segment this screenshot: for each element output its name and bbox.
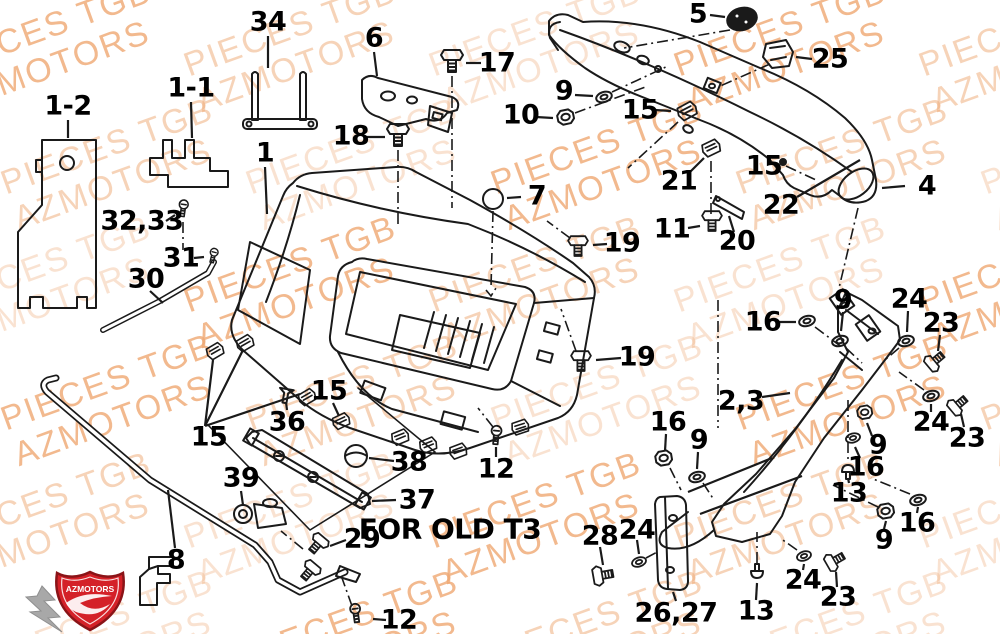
logo-lightning-icon <box>24 585 63 633</box>
part-label-38: 38 <box>390 446 428 478</box>
part-label-26-27: 26,27 <box>634 597 718 629</box>
part-label-36: 36 <box>268 406 306 438</box>
part-30-rod <box>100 259 217 333</box>
part-label-20: 20 <box>718 225 756 257</box>
part-label-9: 9 <box>689 424 709 456</box>
part-34-handle <box>242 71 318 130</box>
part-8-tube <box>40 374 361 596</box>
part-label-22: 22 <box>762 189 800 221</box>
part-label-16: 16 <box>649 406 687 438</box>
part-label-25: 25 <box>811 43 849 75</box>
part-6-bracket <box>361 74 460 133</box>
step-bracket <box>139 556 174 606</box>
part-label-34: 34 <box>249 6 287 38</box>
part-38-knob <box>344 444 368 468</box>
part-label-24: 24 <box>890 283 928 315</box>
part-4-rear-panel <box>548 13 878 204</box>
part-label-9: 9 <box>874 524 894 556</box>
part-label-16: 16 <box>847 451 885 483</box>
part-label-23: 23 <box>819 581 857 613</box>
part-label-7: 7 <box>527 180 547 212</box>
part-label-10: 10 <box>502 99 540 131</box>
part-label-11: 11 <box>653 213 691 245</box>
part-label-37: 37 <box>398 484 436 516</box>
part-label-21: 21 <box>660 165 698 197</box>
part-label-17: 17 <box>478 47 516 79</box>
part-label-5: 5 <box>688 0 708 30</box>
part-label-2-3: 2,3 <box>717 385 765 417</box>
part-label-9: 9 <box>868 429 888 461</box>
part-label-1: 1 <box>255 137 275 169</box>
part-label-24: 24 <box>618 514 656 546</box>
group-outline-old-t3 <box>207 387 436 531</box>
part-label-32-33: 32,33 <box>100 205 184 237</box>
part-label-12: 12 <box>477 453 515 485</box>
part-label-1-1: 1-1 <box>167 72 215 104</box>
part-label-19: 19 <box>603 227 641 259</box>
part-label-16: 16 <box>898 507 936 539</box>
part-label-9: 9 <box>554 75 574 107</box>
part-label-4: 4 <box>917 170 937 202</box>
part-1-1-bracket <box>149 139 229 188</box>
part-label-30: 30 <box>127 263 165 295</box>
part-1-2-plate <box>17 139 97 309</box>
construction-lines <box>182 29 925 607</box>
part-label-15: 15 <box>190 421 228 453</box>
part-20-strip <box>712 195 745 220</box>
part-label-8: 8 <box>166 544 186 576</box>
logo-swoosh <box>66 594 112 615</box>
part-label-12: 12 <box>380 604 418 634</box>
part-label-24: 24 <box>912 406 950 438</box>
part-label-28: 28 <box>581 520 619 552</box>
azmotors-logo: AZMOTORS <box>24 570 125 633</box>
part-label-23: 23 <box>922 307 960 339</box>
logo-text: AZMOTORS <box>66 584 115 594</box>
part-label-29: 29 <box>343 523 381 555</box>
part-label-19: 19 <box>618 341 656 373</box>
part-label-16: 16 <box>744 306 782 338</box>
part-label-15: 15 <box>621 94 659 126</box>
part-26-27-strip <box>654 495 689 591</box>
part-label-18: 18 <box>332 120 370 152</box>
part-label-for-old-t3: FOR OLD T3 <box>358 512 542 546</box>
part-label-13: 13 <box>830 477 868 509</box>
part-label-15: 15 <box>745 150 783 182</box>
part-label-9: 9 <box>833 284 853 316</box>
part-label-39: 39 <box>222 462 260 494</box>
part-label-24: 24 <box>784 564 822 596</box>
part-2-3-mudguard <box>658 288 901 550</box>
part-label-15: 15 <box>310 375 348 407</box>
part-25-clip <box>762 39 794 69</box>
leader-lines <box>66 13 966 622</box>
fastener-icons <box>176 49 973 624</box>
part-39-latch <box>233 498 287 529</box>
part-label-13: 13 <box>737 595 775 627</box>
part-label-23: 23 <box>948 422 986 454</box>
logo-shield <box>55 570 125 632</box>
part-label-31: 31 <box>162 242 200 274</box>
part-1-main-fender <box>203 165 596 461</box>
part-label-1-2: 1-2 <box>44 90 92 122</box>
part-label-6: 6 <box>364 22 384 54</box>
part-5-plug <box>726 6 758 32</box>
